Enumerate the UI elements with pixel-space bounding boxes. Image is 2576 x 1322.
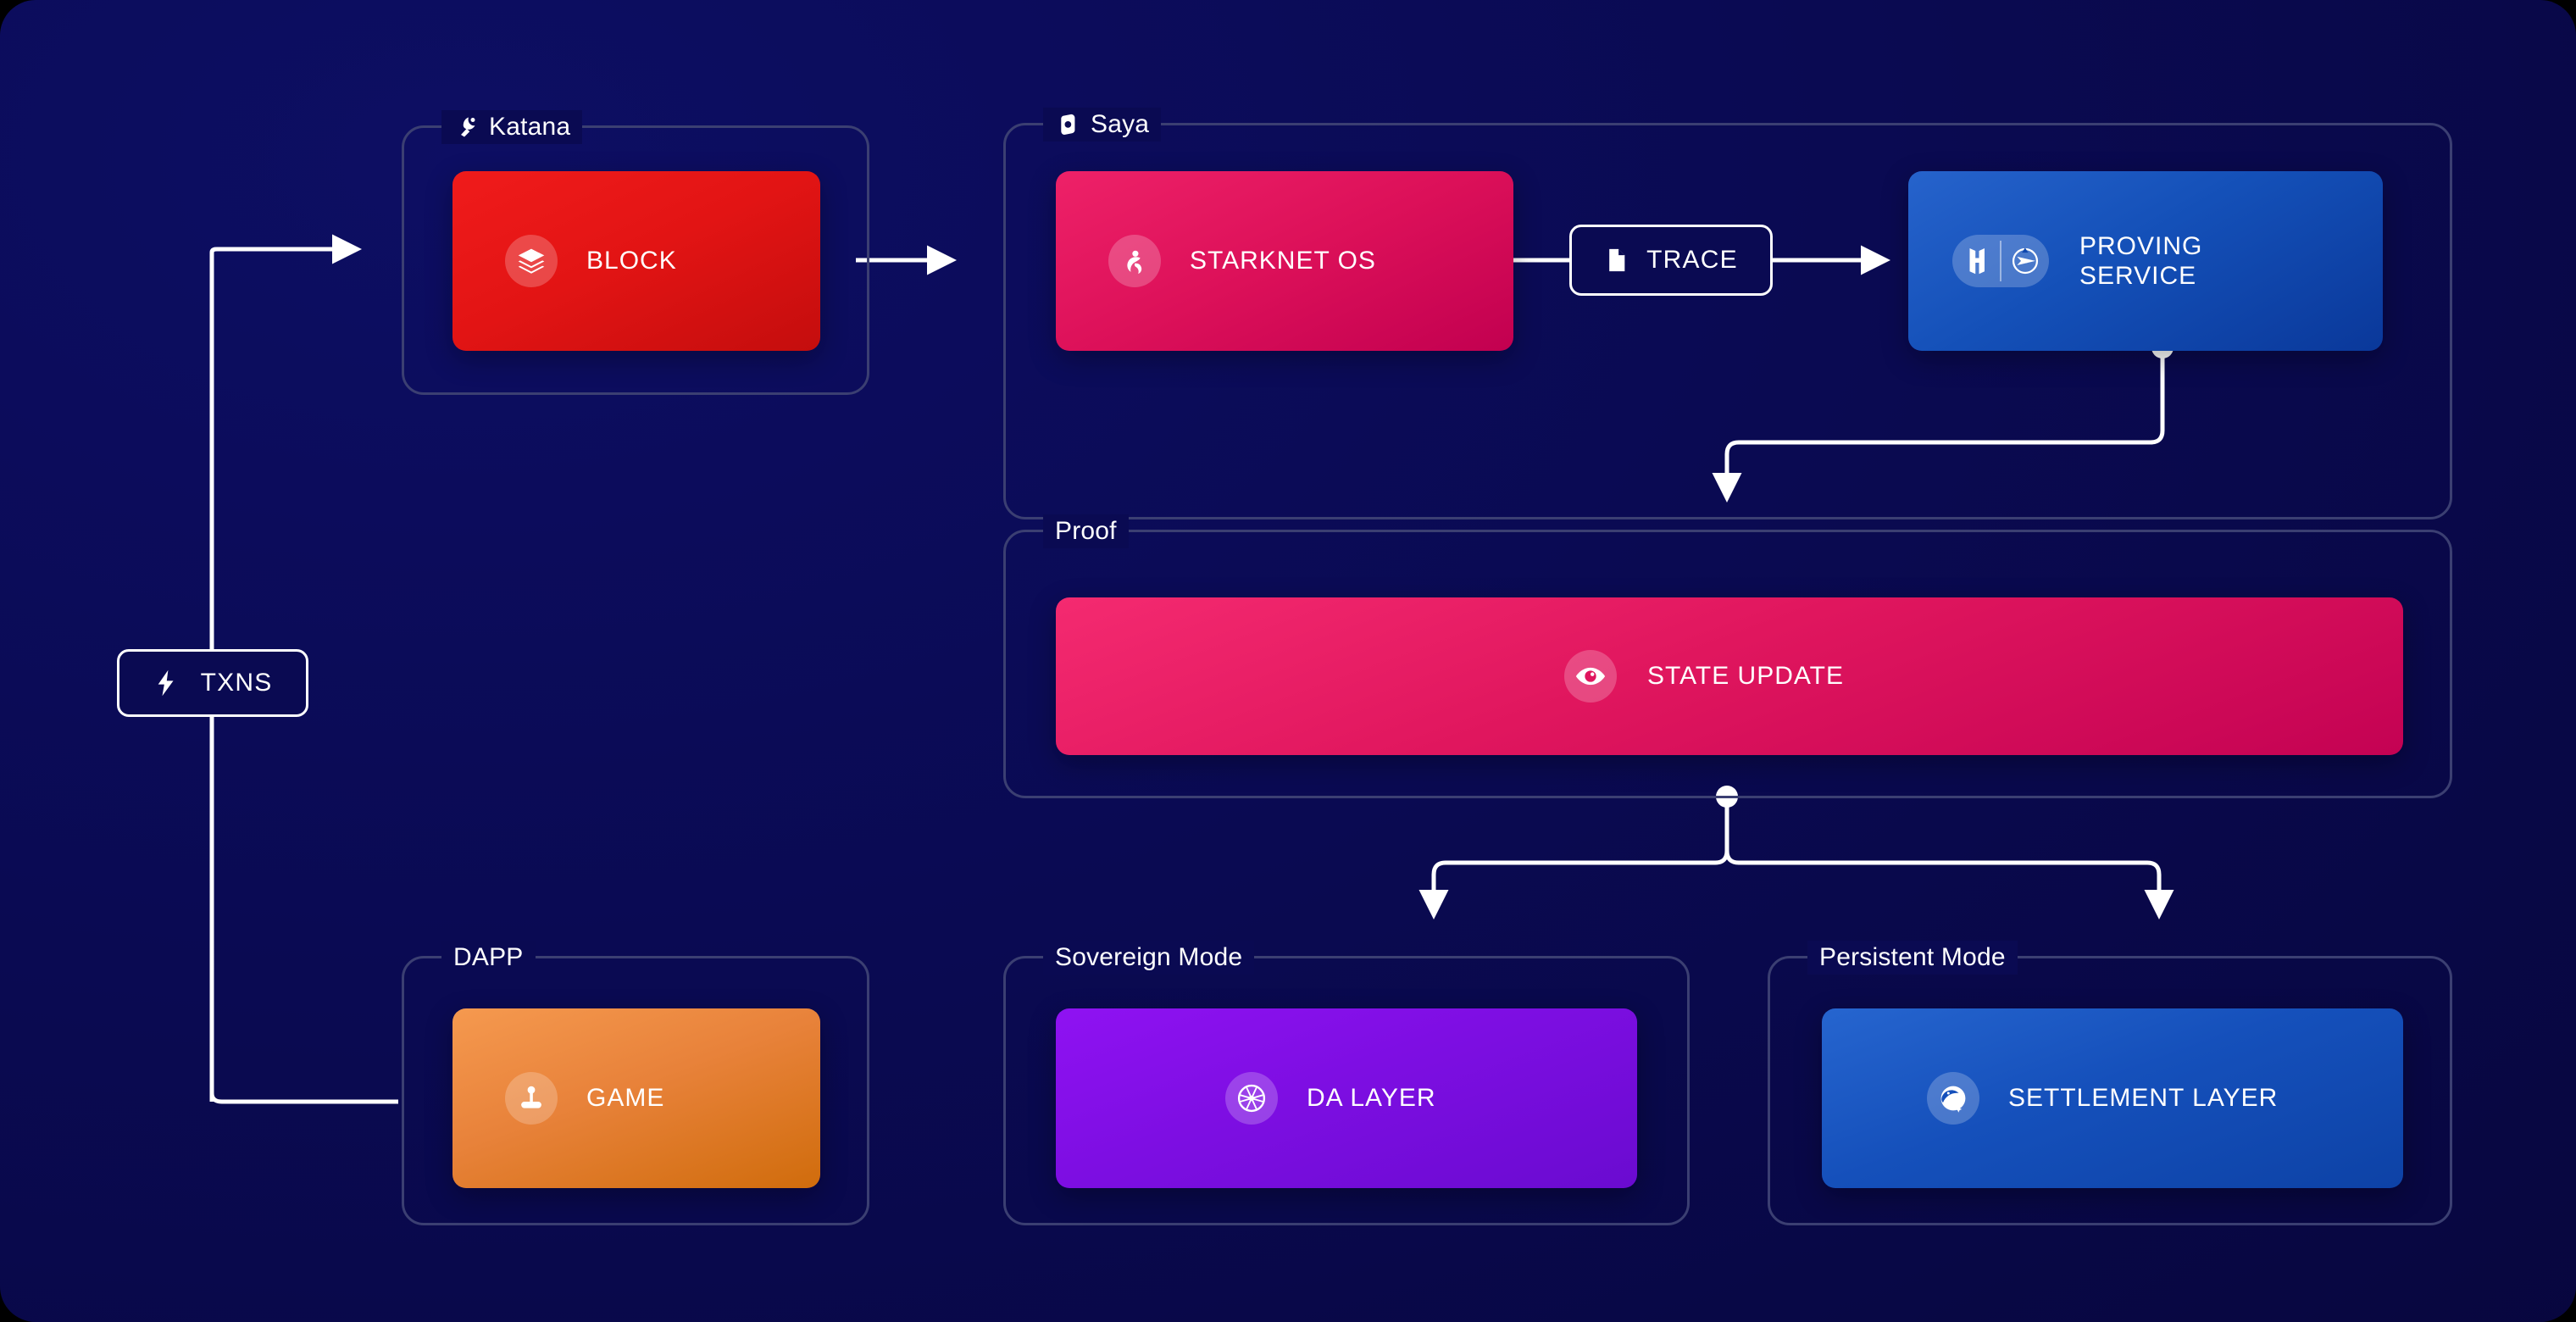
katana-logo-icon [453,114,479,140]
card-label-state-update: STATE UPDATE [1647,662,1845,691]
atlantic-compass-icon [2001,235,2049,287]
card-settlement-layer[interactable]: SETTLEMENT LAYER [1822,1008,2403,1188]
card-state-update[interactable]: STATE UPDATE [1056,597,2403,755]
connector-txns-to-game [209,1092,398,1104]
group-label-sovereign-mode: Sovereign Mode [1043,941,1255,975]
group-label-text: Katana [489,113,571,141]
group-label-persistent-mode: Persistent Mode [1807,941,2018,975]
eye-icon [1564,650,1617,703]
proving-service-logos [1952,235,2049,287]
card-starknet-os[interactable]: STARKNET OS [1056,171,1513,351]
pill-label-trace: TRACE [1646,246,1738,274]
herodotus-h-icon [1952,235,2001,287]
starknet-swirl-icon [1927,1072,1979,1125]
pill-label-txns: TXNS [200,669,273,697]
group-sovereign-mode: Sovereign Mode [1003,941,1690,1225]
group-proof: Proof [1003,514,2452,798]
group-label-text: DAPP [453,943,524,971]
group-label-proof: Proof [1043,514,1129,548]
lightning-bolt-icon [153,669,179,697]
saya-logo-icon [1055,112,1080,137]
card-block[interactable]: BLOCK [452,171,820,351]
card-label-settlement-layer: SETTLEMENT LAYER [2008,1084,2279,1113]
card-label-da-layer: DA LAYER [1307,1084,1436,1113]
pill-txns[interactable]: TXNS [117,649,308,717]
group-label-dapp: DAPP [441,941,536,975]
card-label-game: GAME [586,1084,665,1113]
connector-proof-to-sovereign [1418,797,1729,920]
group-dapp: DAPP [402,941,869,1225]
joystick-icon [505,1072,558,1125]
group-label-text: Saya [1091,110,1150,138]
badge-divider [2000,241,2001,281]
layers-icon [505,235,558,287]
connector-proof-to-persistent [1724,797,2174,920]
card-label-starknet-os: STARKNET OS [1190,247,1376,275]
celestia-icon [1225,1072,1278,1125]
group-katana: Katana [402,110,869,395]
group-label-text: Sovereign Mode [1055,943,1243,971]
group-label-text: Persistent Mode [1819,943,2006,971]
connector-txns-to-block-arrow [209,234,363,264]
starknet-icon [1108,235,1161,287]
card-label-block: BLOCK [586,247,677,275]
group-saya: Saya [1003,108,2452,519]
card-game[interactable]: GAME [452,1008,820,1188]
group-label-katana: Katana [441,110,583,144]
group-persistent-mode: Persistent Mode [1768,941,2452,1225]
group-label-saya: Saya [1043,108,1162,142]
group-label-text: Proof [1055,517,1117,545]
card-da-layer[interactable]: DA LAYER [1056,1008,1637,1188]
pill-trace[interactable]: TRACE [1569,225,1773,296]
document-icon [1604,246,1629,275]
